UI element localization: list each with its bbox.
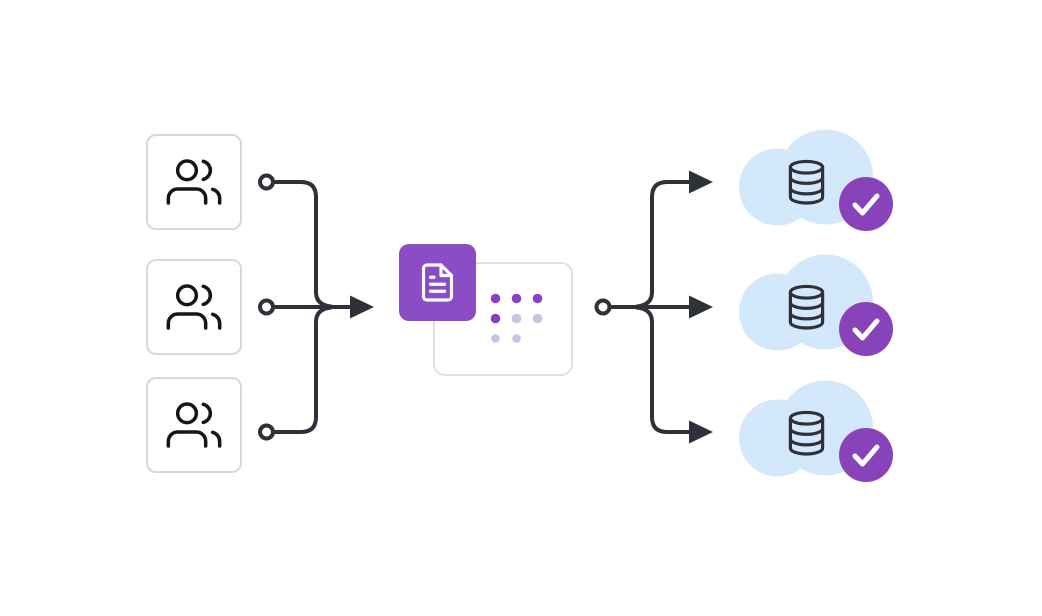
user-group-node <box>146 134 242 230</box>
users-icon <box>166 284 222 330</box>
check-icon <box>852 444 880 467</box>
fan-lines <box>258 173 692 441</box>
arrowheads <box>350 170 713 444</box>
cloud-database-node <box>739 129 897 263</box>
grid-dot <box>511 293 522 304</box>
grid-dot <box>532 313 543 324</box>
user-group-node <box>146 259 242 355</box>
cloud-database-node <box>739 254 897 388</box>
grid-dot <box>532 293 543 304</box>
source-port-circle-icon <box>258 298 275 316</box>
fan-in-line-bottom <box>271 305 333 434</box>
arrowhead-right-icon <box>689 170 713 194</box>
database-icon <box>788 410 825 456</box>
check-badge <box>839 177 893 231</box>
arrowhead-right-icon <box>689 295 713 319</box>
users-icon <box>166 159 222 205</box>
check-icon <box>852 318 880 341</box>
grid-dot <box>490 293 501 304</box>
check-badge <box>839 428 893 482</box>
grid-dot <box>512 334 521 343</box>
check-badge <box>839 302 893 356</box>
document-badge <box>399 244 476 321</box>
arrowhead-right-icon <box>689 420 713 444</box>
source-port-circle-icon <box>258 173 275 191</box>
user-group-node <box>146 377 242 473</box>
file-text-icon <box>399 244 476 321</box>
fan-in-line-top <box>271 180 333 309</box>
database-icon <box>788 159 825 205</box>
grid-dot <box>490 313 501 324</box>
source-port-circle-icon <box>258 423 275 441</box>
check-icon <box>852 193 880 216</box>
grid-dot <box>491 334 500 343</box>
users-icon <box>166 402 222 448</box>
cloud-database-node <box>739 380 897 514</box>
split-port-circle-icon <box>594 298 612 316</box>
badge-background <box>399 244 476 321</box>
arrowhead-right-icon <box>350 295 374 319</box>
dot-grid <box>490 293 543 343</box>
fan-out-line-top <box>635 180 692 309</box>
grid-dot <box>511 313 522 324</box>
fan-out-line-bottom <box>635 305 692 434</box>
database-icon <box>788 284 825 330</box>
